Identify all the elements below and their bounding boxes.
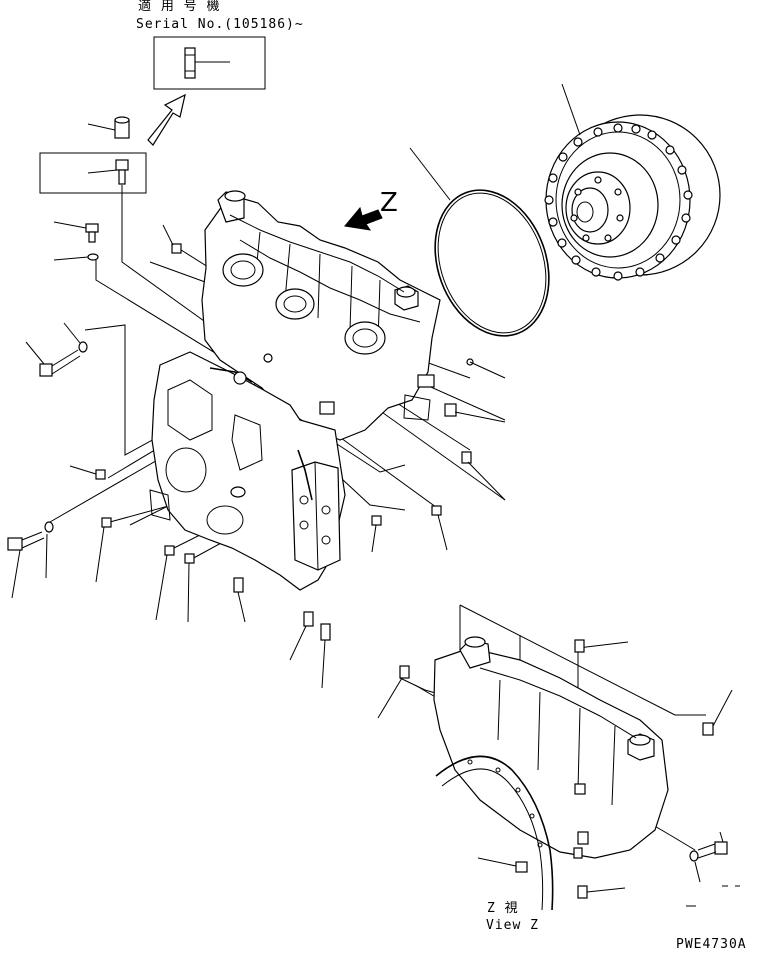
left-small-washer — [53, 253, 99, 261]
view-z-arrow — [344, 206, 383, 231]
serial-inset — [153, 36, 266, 90]
bolt-box — [39, 152, 147, 194]
main-housing — [149, 190, 441, 591]
inset-arrow — [147, 93, 186, 146]
cap-nut-part — [87, 116, 130, 139]
left-small-bolt — [53, 221, 99, 243]
fittings — [69, 224, 506, 689]
view-z-marker: Z — [380, 188, 398, 218]
view-z-caption-jp: Z 視 — [487, 901, 519, 916]
applicable-serial-label-jp: 適 用 号 機 — [138, 0, 221, 14]
gear-teeth-outer — [544, 123, 693, 281]
inset-stud-bolt — [184, 47, 230, 79]
serial-number-label: Serial No.(105186)~ — [136, 17, 304, 32]
planetary-gear-assembly — [544, 83, 721, 281]
long-bolt-left — [25, 322, 88, 377]
long-bolt-lower-left — [7, 521, 54, 599]
drawing-code: PWE4730A — [676, 937, 747, 952]
view-z-drawing — [377, 604, 740, 911]
gear-bolts-inner — [570, 176, 624, 242]
view-z-caption-en: View Z — [486, 918, 539, 933]
o-ring — [409, 147, 550, 337]
